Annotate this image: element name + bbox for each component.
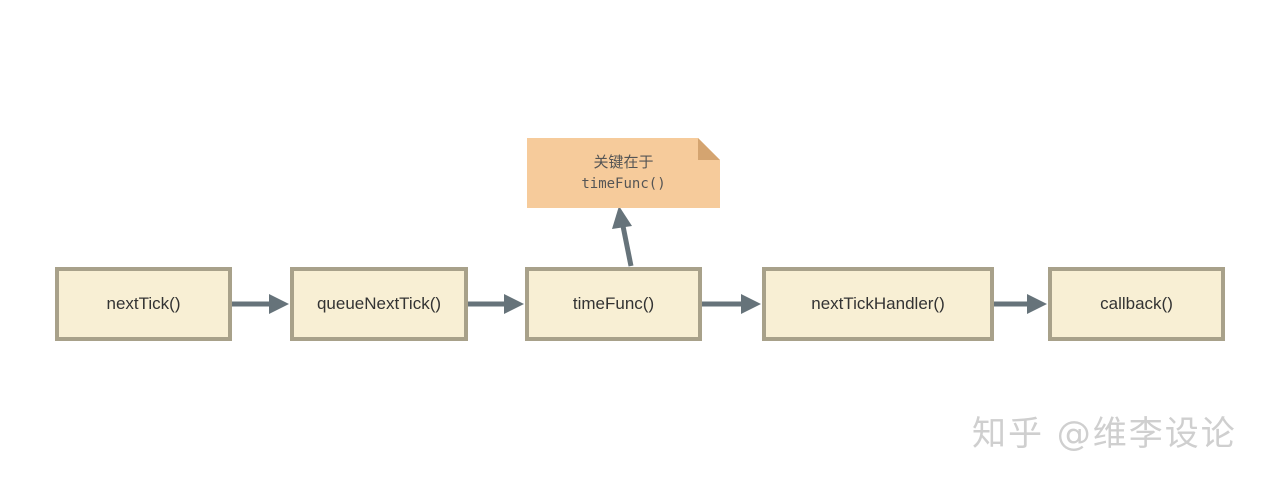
note-callout: 关键在于 timeFunc() (527, 138, 720, 208)
watermark: 知乎 @维李设论 (972, 413, 1237, 454)
arrowhead-4 (1027, 294, 1047, 314)
node-queuenexttick: queueNextTick() (290, 267, 468, 341)
node-nexttickhandler: nextTickHandler() (762, 267, 994, 341)
node-label: timeFunc() (572, 294, 655, 313)
node-label: nextTick() (106, 294, 181, 313)
arrow-timefunc-to-note (620, 225, 634, 267)
note-line-2: timeFunc() (581, 176, 666, 192)
node-nexttick: nextTick() (55, 267, 232, 341)
node-label: queueNextTick() (316, 294, 442, 313)
arrowhead-2 (504, 294, 524, 314)
note-line-1: 关键在于 (593, 153, 654, 171)
arrowhead-5 (612, 206, 632, 229)
node-label: nextTickHandler() (811, 294, 945, 313)
note-shape (527, 138, 720, 208)
node-callback: callback() (1048, 267, 1225, 341)
node-label: callback() (1100, 294, 1173, 313)
node-timefunc: timeFunc() (525, 267, 702, 341)
arrowhead-1 (269, 294, 289, 314)
arrowhead-3 (741, 294, 761, 314)
